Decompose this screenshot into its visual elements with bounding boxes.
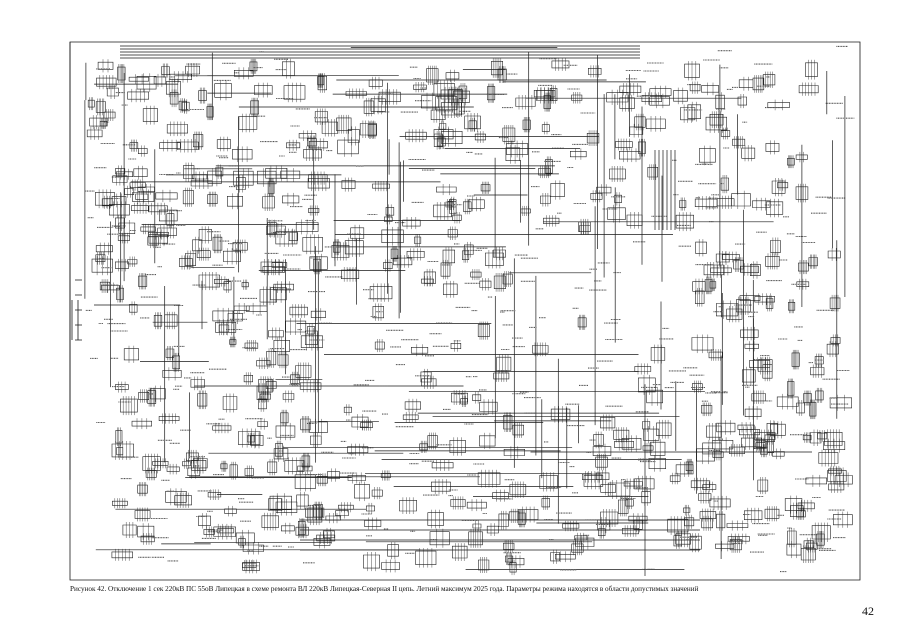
schematic-node-labels <box>85 45 855 573</box>
page-number: 42 <box>862 604 874 618</box>
node-label-marks <box>85 45 855 573</box>
schematic-outer-frame <box>69 41 861 581</box>
schematic-substation-blocks <box>86 57 853 576</box>
substation-blocks <box>86 60 853 573</box>
figure-caption: Рисунок 42. Отключение 1 сек 220кВ ПС 55… <box>70 585 699 593</box>
switch-ticks <box>89 57 849 576</box>
